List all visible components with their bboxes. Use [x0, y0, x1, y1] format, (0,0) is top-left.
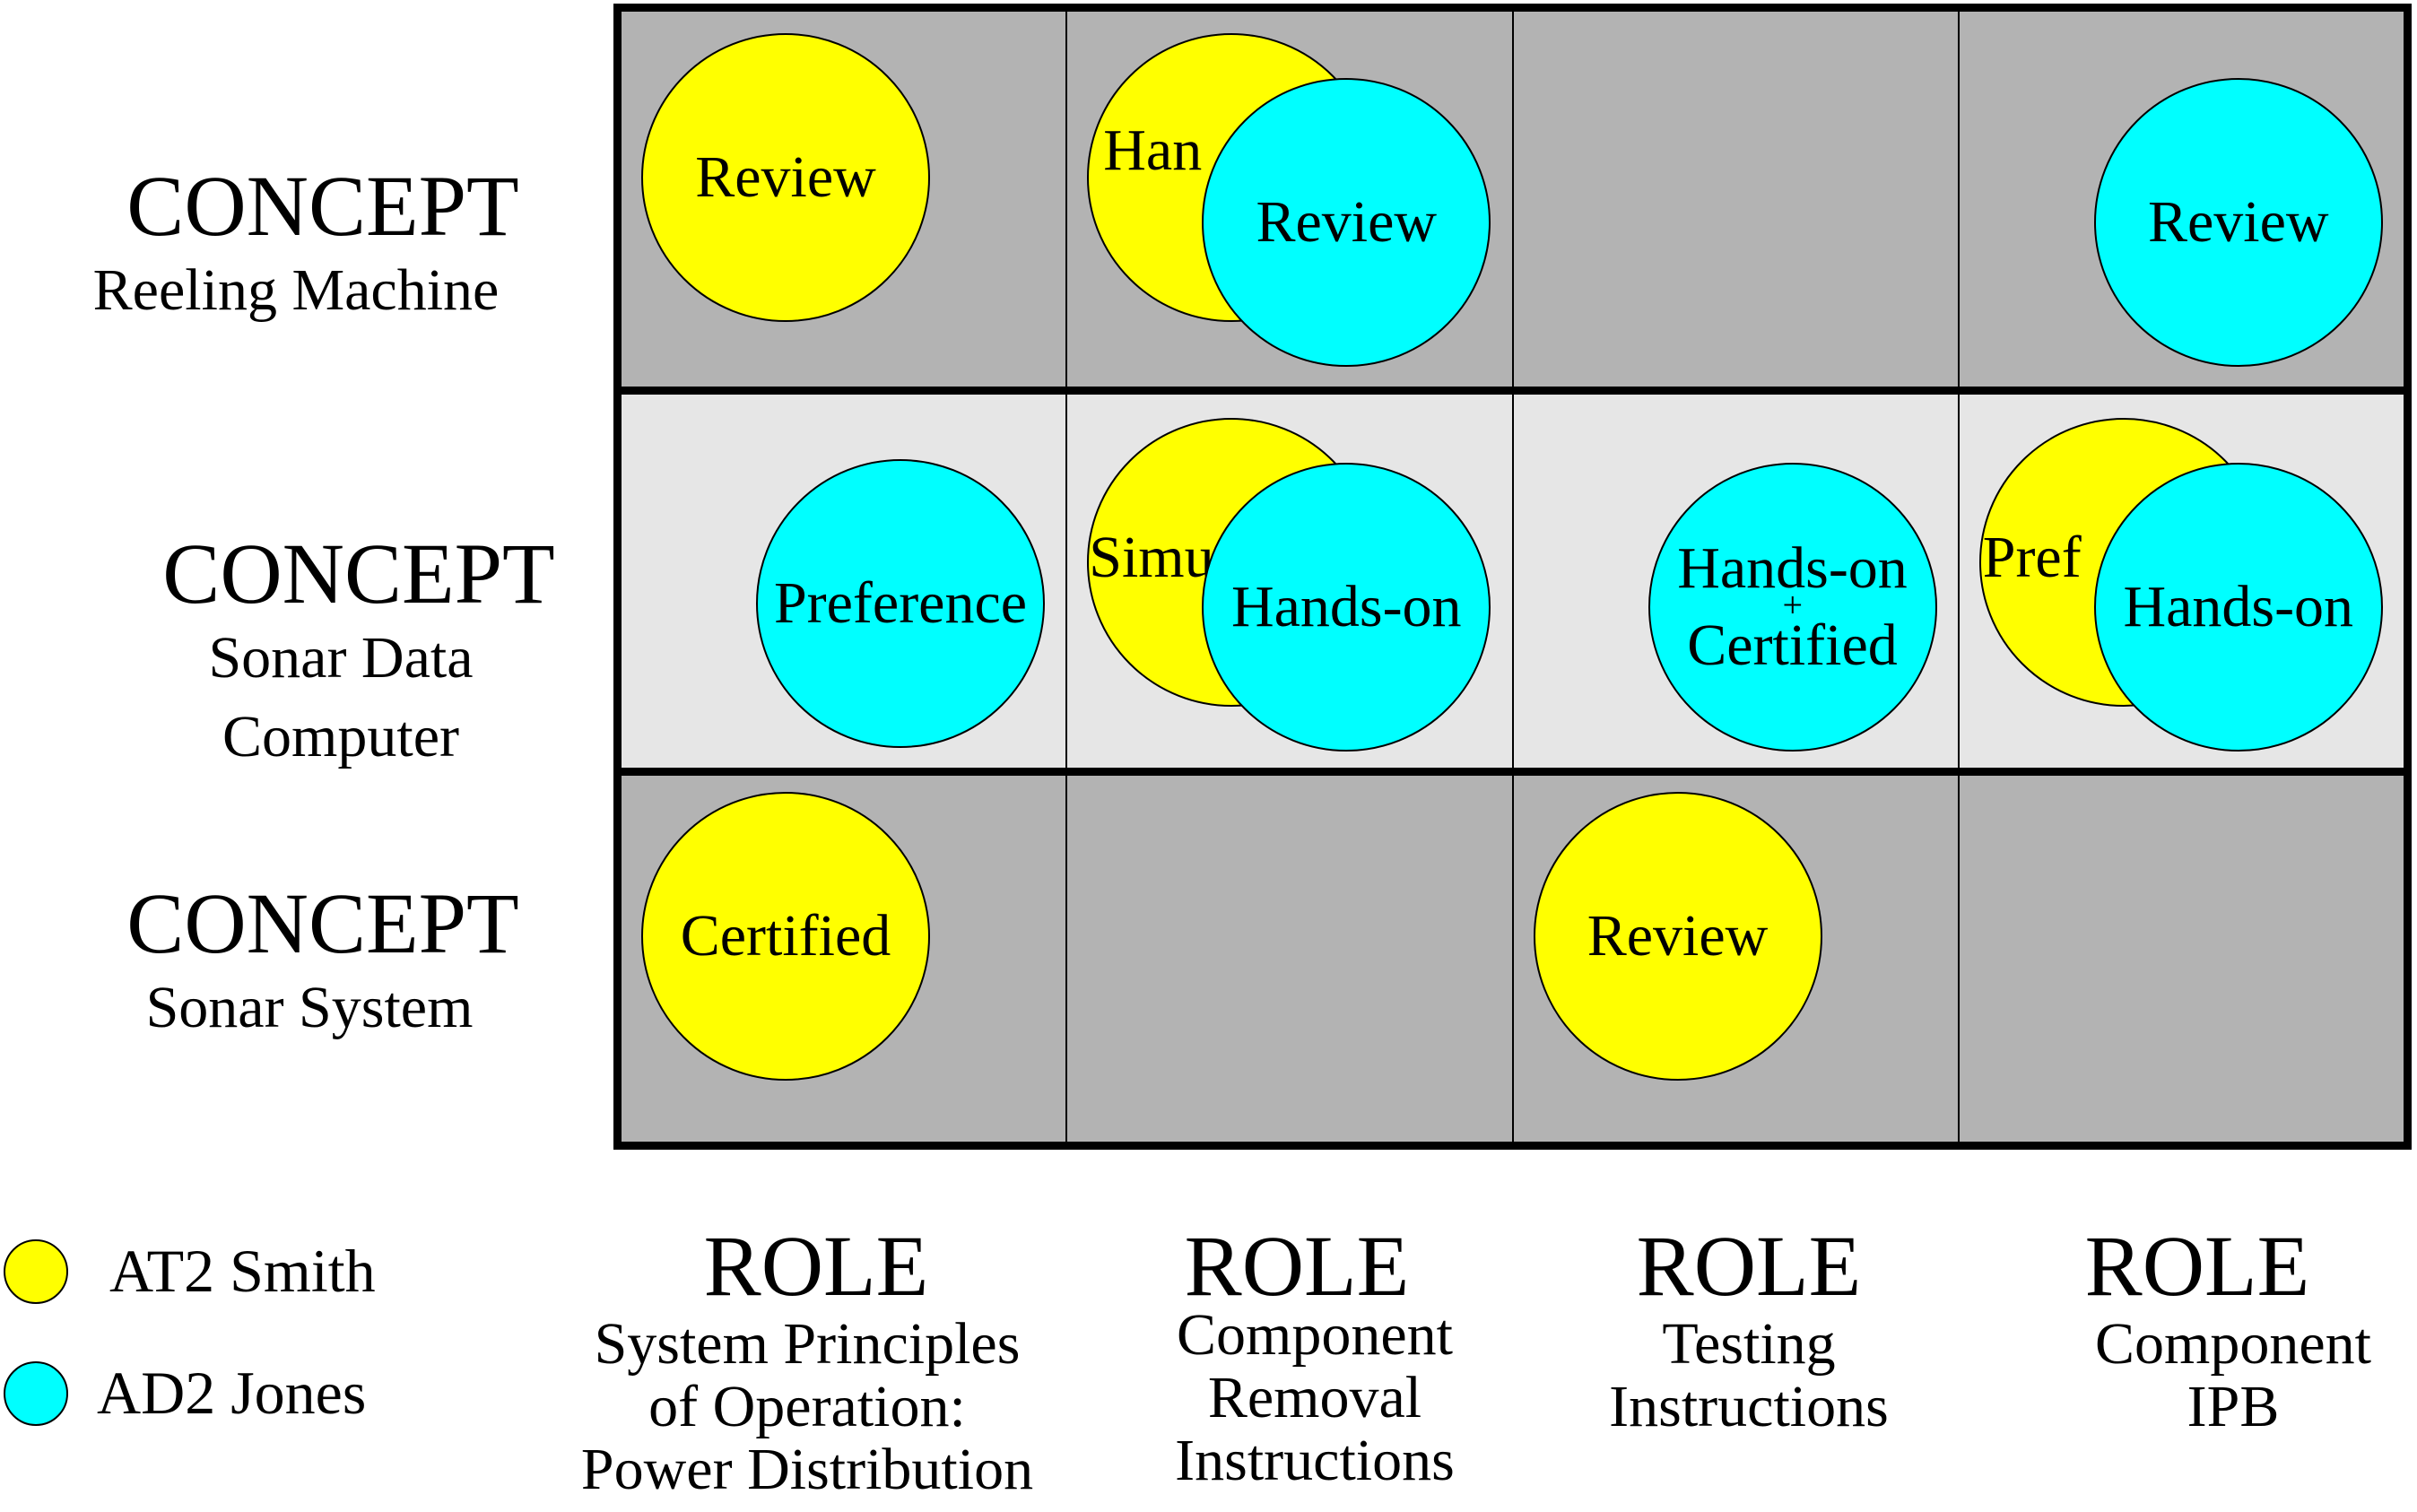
cell-label-line-2: Certified	[1687, 613, 1898, 678]
cell-label: Review	[2147, 189, 2329, 255]
col-heading: ROLE	[2084, 1218, 2310, 1314]
smith-circle: Review	[1533, 792, 1822, 1081]
matrix-grid: Review Han Review Review	[613, 4, 2412, 1150]
cell-label: Review	[1256, 189, 1438, 255]
col-label-testing-instructions: ROLE Testing Instructions	[1480, 1220, 2018, 1438]
cell-r0c3: Review	[1960, 12, 2404, 387]
cell-label: Hands-on	[2123, 574, 2354, 639]
col-name-line-3: Instructions	[1175, 1428, 1455, 1493]
band-sonar-data-computer: Preference Simu Hands-on Hands-on Certif…	[622, 395, 2404, 768]
col-heading: ROLE	[1636, 1218, 1862, 1314]
col-name-line-2: of Operation:	[648, 1374, 966, 1439]
cell-label: Preference	[773, 570, 1028, 636]
cell-r1c1: Simu Hands-on	[1067, 395, 1514, 768]
cell-r2c0: Certified	[622, 776, 1068, 1142]
cell-label-line-1: Hands-on	[1677, 535, 1908, 601]
jones-circle: Hands-on Certified	[1648, 463, 1937, 752]
legend-smith: AT2 Smith	[4, 1236, 376, 1307]
cell-r2c1	[1067, 776, 1514, 1142]
cell-label: Simu	[1089, 525, 1214, 590]
cell-r2c2: Review	[1514, 776, 1960, 1142]
cell-r0c1: Han Review	[1067, 12, 1514, 387]
col-heading: ROLE	[703, 1218, 929, 1314]
cell-r1c2: Hands-on Certified +	[1514, 395, 1960, 768]
col-name-line-1: Component	[1177, 1302, 1453, 1368]
col-heading: ROLE	[1184, 1218, 1410, 1314]
row-name: Reeling Machine	[92, 257, 500, 323]
cell-r0c2	[1514, 12, 1960, 387]
legend-label: AT2 Smith	[109, 1237, 376, 1305]
col-name-line-1: Testing	[1662, 1311, 1836, 1377]
jones-circle: Hands-on	[1202, 463, 1491, 752]
jones-circle: Review	[2093, 78, 2383, 367]
legend-label: AD2 Jones	[97, 1359, 367, 1427]
col-name-line-3: Power Distribution	[580, 1437, 1034, 1502]
cyan-circle-icon	[4, 1360, 68, 1426]
col-label-component-ipb: ROLE Component IPB	[1964, 1220, 2417, 1438]
col-name-line-2: IPB	[2187, 1374, 2280, 1439]
cell-r1c0: Preference	[622, 395, 1068, 768]
row-heading: CONCEPT	[126, 158, 519, 254]
col-name-line-1: System Principles	[594, 1311, 1021, 1377]
row-label-sonar-data-computer: CONCEPT Sonar Data Computer	[108, 529, 610, 777]
cell-r0c0: Review	[622, 12, 1068, 387]
col-label-system-principles: ROLE System Principles of Operation: Pow…	[538, 1220, 1076, 1501]
band-separator	[622, 387, 2404, 395]
jones-circle: Hands-on	[2093, 463, 2383, 752]
band-separator	[622, 768, 2404, 776]
cell-r2c3	[1960, 776, 2404, 1142]
jones-circle: Preference	[756, 459, 1045, 748]
row-heading: CONCEPT	[126, 875, 519, 971]
jones-circle: Review	[1202, 78, 1491, 367]
plus-sign: +	[1782, 585, 1804, 625]
col-name-line-2: Instructions	[1609, 1374, 1889, 1439]
row-heading: CONCEPT	[162, 526, 555, 621]
legend-jones: AD2 Jones	[4, 1358, 366, 1429]
row-name: Sonar System	[145, 975, 474, 1040]
cell-label: Hands-on	[1230, 574, 1462, 639]
smith-circle: Certified	[641, 792, 930, 1081]
cell-r1c3: Pref Hands-on	[1960, 395, 2404, 768]
cell-label: Pref	[1982, 525, 2082, 590]
row-name-line-1: Sonar Data	[208, 625, 474, 691]
smith-circle: Review	[641, 33, 930, 322]
band-reeling-machine: Review Han Review Review	[622, 12, 2404, 387]
cell-label: Han	[1103, 117, 1203, 183]
cell-label: Review	[695, 144, 876, 210]
col-name-line-1: Component	[2095, 1311, 2371, 1377]
cell-label: Review	[1587, 903, 1769, 969]
row-label-reeling-machine: CONCEPT Reeling Machine	[72, 161, 574, 330]
yellow-circle-icon	[4, 1238, 68, 1304]
band-sonar-system: Certified Review	[622, 776, 2404, 1142]
col-name-line-2: Removal	[1207, 1365, 1422, 1430]
col-label-component-removal: ROLE Component Removal Instructions	[1046, 1220, 1584, 1492]
row-label-sonar-system: CONCEPT Sonar System	[99, 879, 601, 1047]
cell-label: Certified	[680, 903, 891, 969]
row-name-line-2: Computer	[222, 704, 459, 769]
